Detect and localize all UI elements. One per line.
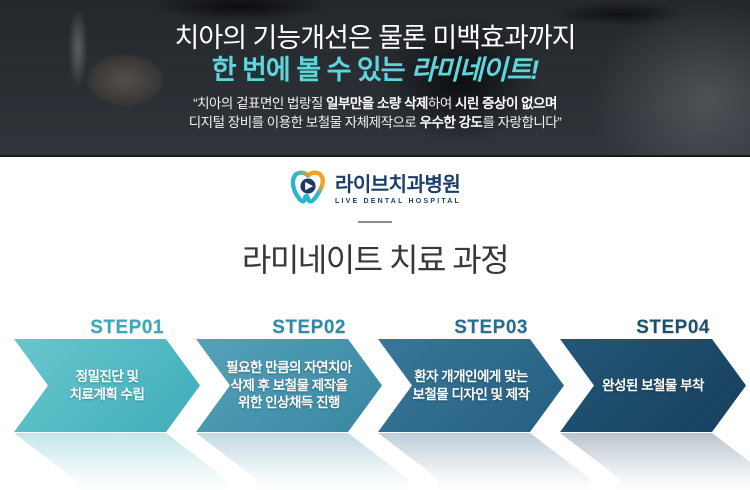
quote-segment: “치아의 겉표면인 법랑질 bbox=[193, 96, 327, 111]
section-title: 라미네이트 치료 과정 bbox=[241, 242, 510, 278]
step-3-label: STEP03 bbox=[454, 317, 528, 338]
quote-segment-bold: 일부만을 소량 삭제 bbox=[326, 96, 428, 111]
step-1-text-line: 치료계획 수립 bbox=[69, 386, 145, 402]
step-3-text-line: 보철물 디자인 및 제작 bbox=[412, 386, 530, 402]
quote-segment-bold: 우수한 강도 bbox=[419, 115, 483, 130]
step-4: STEP04 완성된 보철물 부착 bbox=[560, 317, 746, 490]
hospital-name: 라이브치과병원 bbox=[334, 174, 461, 196]
quote-segment: 를 자랑합니다” bbox=[482, 115, 562, 130]
hospital-name-english: LIVE DENTAL HOSPITAL bbox=[334, 198, 462, 205]
hero-quote: “치아의 겉표면인 법랑질 일부만을 소량 삭제하여 시린 증상이 없으며 디지… bbox=[0, 94, 750, 132]
quote-segment: 하여 bbox=[427, 96, 456, 111]
step-2-text-line: 필요한 만큼의 자연치아 bbox=[226, 360, 352, 376]
step-3-text-line: 환자 개개인에게 맞는 bbox=[414, 369, 528, 384]
tooth-play-icon bbox=[289, 170, 327, 210]
step-1-arrow: 정밀진단 및 치료계획 수립 bbox=[14, 339, 200, 432]
step-1-text-line: 정밀진단 및 bbox=[75, 369, 139, 384]
hero-headline-line2-prefix: 한 번에 볼 수 있는 bbox=[211, 55, 412, 85]
step-1: STEP01 정밀진단 및 치료계획 수립 bbox=[14, 317, 200, 490]
step-2-text-line: 삭제 후 보철물 제작을 bbox=[230, 377, 348, 393]
step-2-arrow: 필요한 만큼의 자연치아 삭제 후 보철물 제작을 위한 인상채득 진행 bbox=[196, 339, 382, 432]
divider-line bbox=[358, 221, 392, 223]
step-1-label: STEP01 bbox=[90, 317, 164, 338]
hero-headline-highlight: 라미네이트! bbox=[411, 55, 539, 85]
step-4-arrow: 완성된 보철물 부착 bbox=[560, 339, 746, 432]
treatment-steps: STEP01 정밀진단 및 치료계획 수립 STEP02 필요한 만큼의 자연치… bbox=[0, 317, 750, 490]
hospital-logo: 라이브치과병원 LIVE DENTAL HOSPITAL bbox=[0, 170, 750, 210]
clinic-photo-background bbox=[0, 0, 750, 155]
hero-banner: 치아의 기능개선은 물론 미백효과까지 한 번에 볼 수 있는 라미네이트! “… bbox=[0, 0, 750, 157]
step-3: STEP03 환자 개개인에게 맞는 보철물 디자인 및 제작 bbox=[378, 317, 564, 490]
step-4-text-line: 완성된 보철물 부착 bbox=[602, 377, 704, 393]
step-3-arrow: 환자 개개인에게 맞는 보철물 디자인 및 제작 bbox=[378, 339, 564, 432]
quote-segment: 디지털 장비를 이용한 보철물 자체제작으로 bbox=[188, 115, 420, 130]
step-4-reflection bbox=[560, 433, 750, 490]
hero-headline-line2: 한 번에 볼 수 있는 라미네이트! bbox=[0, 48, 750, 87]
hero-headline-line1: 치아의 기능개선은 물론 미백효과까지 bbox=[174, 23, 577, 53]
step-2-label: STEP02 bbox=[272, 317, 346, 338]
step-2-text-line: 위한 인상채득 진행 bbox=[238, 395, 340, 411]
quote-segment-bold: 시린 증상이 없으며 bbox=[455, 96, 557, 111]
step-4-label: STEP04 bbox=[636, 317, 710, 338]
step-2: STEP02 필요한 만큼의 자연치아 삭제 후 보철물 제작을 위한 인상채득… bbox=[196, 317, 382, 490]
